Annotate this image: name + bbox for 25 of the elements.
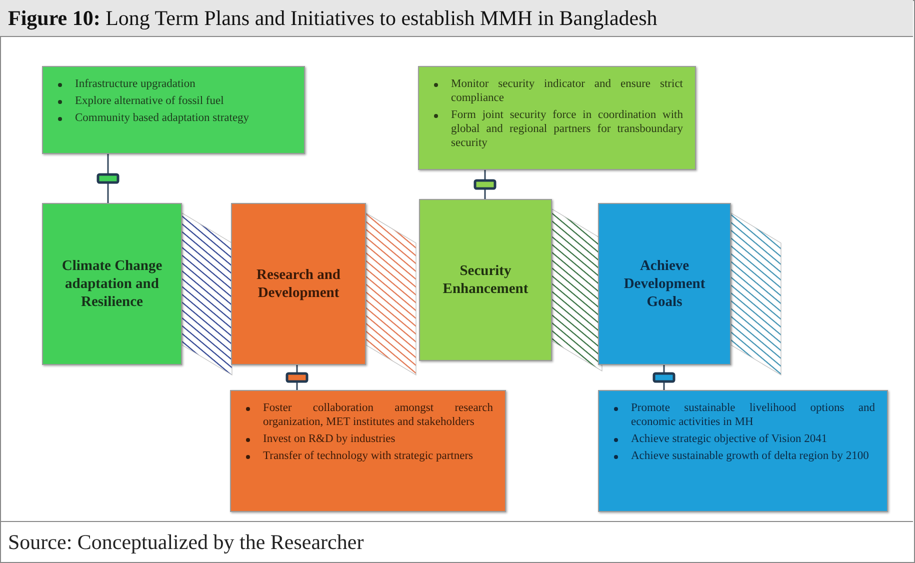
strategy-title: Climate Change adaptation and Resilience xyxy=(60,257,164,311)
initiatives-box xyxy=(598,390,888,512)
bullet-point: Achieve sustainable growth of delta region by 2100 xyxy=(631,449,870,463)
initiatives-box xyxy=(418,66,696,170)
initiatives-box xyxy=(42,66,305,154)
strategy-box xyxy=(598,203,731,365)
strategy-box xyxy=(231,203,366,365)
bullet-point: Achieve strategic objective of Vision 2041 xyxy=(631,432,828,446)
strategy-title: Research and Development xyxy=(256,266,342,302)
initiatives-box xyxy=(230,390,506,512)
figure-title: Figure 10: Long Term Plans and Initiatives to establish MMH in Bangladesh xyxy=(0,0,913,37)
bullet-point: Monitor security indicator and ensure strict compliance xyxy=(451,77,683,105)
strategy-box xyxy=(42,203,182,365)
strategy-title: Achieve Development Goals xyxy=(622,257,706,311)
strategy-title: Security Enhancement xyxy=(442,262,530,298)
bullet-point: Explore alternative of fossil fuel xyxy=(75,94,225,108)
bullet-point: Foster collaboration amongst research organization, MET institutes and stakeholders xyxy=(263,401,493,429)
strategy-box xyxy=(419,199,552,361)
source-caption: Source: Conceptualized by the Researcher xyxy=(0,521,913,561)
bullet-point: Infrastructure upgradation xyxy=(75,77,196,91)
bullet-point: Form joint security force in coordination with global and regional partners for transboundary security xyxy=(451,108,683,150)
bullet-point: Promote sustainable livelihood options and economic activities in MH xyxy=(631,401,875,429)
bullet-point: Community based adaptation strategy xyxy=(75,111,250,125)
bullet-point: Invest on R&D by industries xyxy=(263,432,396,446)
bullet-point: Transfer of technology with strategic partners xyxy=(263,449,474,463)
